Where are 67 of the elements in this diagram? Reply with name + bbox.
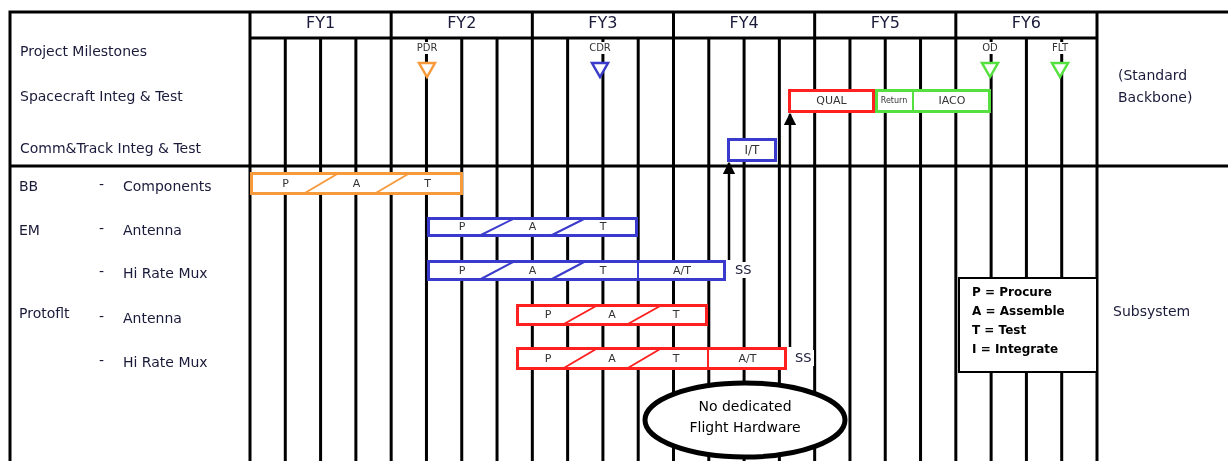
phase-label: QUAL [816,95,847,107]
year-header: FY2 [446,15,478,31]
phase-label: IACO [938,95,966,107]
row-label: - [99,220,105,236]
milestone-label: PDR [414,42,440,54]
year-header: FY4 [728,15,760,31]
row-label: Components [123,178,212,194]
schedule-bar [788,89,875,113]
row-label: (Standard Backbone) [1118,66,1194,107]
schedule-bar [875,89,991,113]
bar-note: SS [793,350,814,366]
row-label: BB [19,178,39,194]
row-label: Spacecraft Integ & Test [20,88,183,104]
phase-label: T [672,309,680,321]
phase-label: A [528,221,537,233]
row-label: Protoflt [19,305,70,321]
arrow [783,112,797,347]
phase-label: P [458,264,466,277]
row-label: Project Milestones [20,43,147,59]
year-header: FY5 [869,15,901,31]
phase-label: A [352,177,361,190]
legend-entry: A = Assemble [972,303,1066,320]
schedule-bar [727,138,777,162]
phase-label: A/T [673,264,691,277]
schedule-bar [427,217,638,237]
phase-label: A [608,309,616,321]
phase-label: T [599,221,607,233]
schedule-bar [427,260,726,281]
phase-label: P [544,309,552,321]
phase-label: A [608,352,616,365]
phase-label: P [458,221,466,233]
phase-label: P [282,177,289,190]
phase-label: P [544,352,552,365]
row-label: - [99,352,105,368]
phase-label: A [528,264,537,277]
year-header: FY1 [305,15,337,31]
schedule-bar [516,347,787,370]
year-header: FY6 [1010,15,1042,31]
phase-label: T [599,264,607,277]
row-label: - [99,308,105,324]
milestone-label: OD [980,42,1000,54]
legend-entry: I = Integrate [972,341,1060,358]
callout-ellipse [642,380,848,460]
phase-label: I/T [744,144,760,156]
year-header: FY3 [587,15,619,31]
phase-label: T [424,177,431,190]
row-label: Hi Rate Mux [123,265,208,281]
row-label: Antenna [123,222,182,238]
arrow [722,161,736,260]
bar-note: SS [733,262,754,278]
schedule-bar [250,172,463,195]
phase-label: A/T [738,352,757,365]
row-label: Hi Rate Mux [123,354,208,370]
row-label: Comm&Track Integ & Test [20,140,201,156]
legend-entry: T = Test [972,322,1028,339]
row-label: - [99,263,105,279]
row-label: Antenna [123,310,182,326]
milestone-label: FLT [1049,42,1071,54]
row-label: - [99,176,105,192]
phase-label: T [672,352,680,365]
legend-entry: P = Procure [972,284,1053,301]
row-label: Subsystem [1113,303,1191,319]
phase-label: Return [880,95,908,107]
callout-text: No dedicated Flight Hardware [688,397,802,437]
milestone-label: CDR [587,42,613,54]
row-label: EM [19,222,40,238]
schedule-bar [516,304,708,326]
